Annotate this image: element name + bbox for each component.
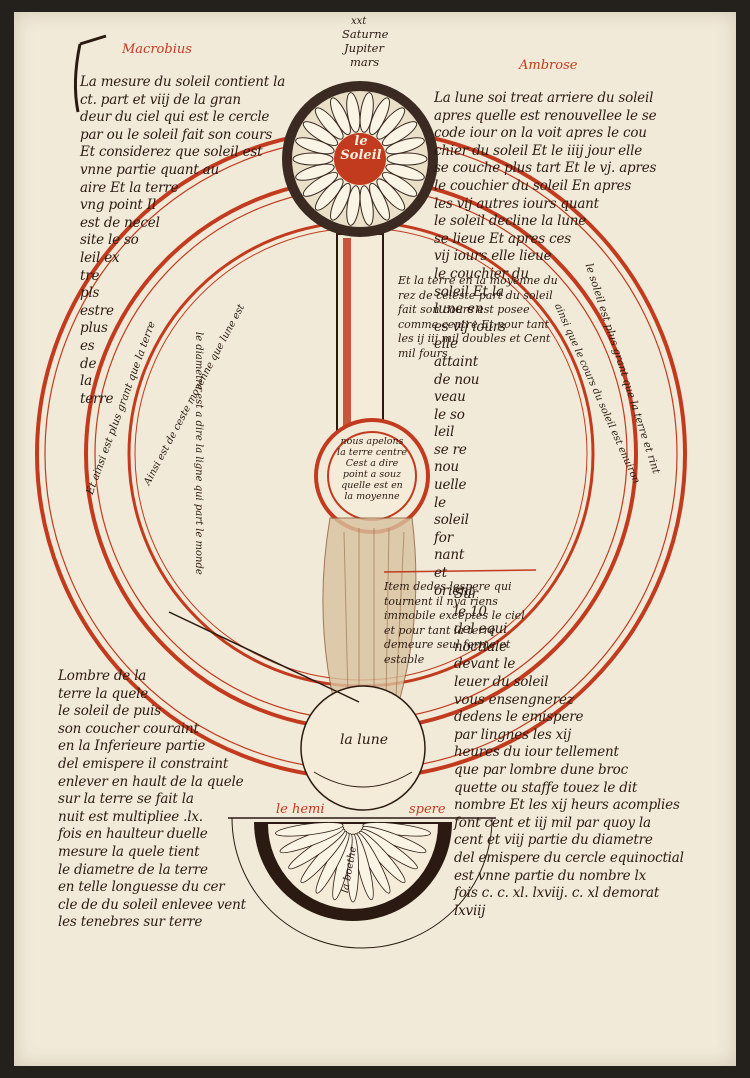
sun-center xyxy=(334,133,386,185)
sun-petal xyxy=(292,152,334,166)
sun-petal xyxy=(346,185,361,226)
sun-petal xyxy=(385,137,425,155)
sun-petal xyxy=(314,178,344,211)
sun-petal xyxy=(376,178,406,211)
left-column-bottom-text: Lombre de la terre la quele le soleil de… xyxy=(58,668,246,931)
earth-text: nous apelons la terre centre Cest a dire… xyxy=(337,436,407,502)
hemisphere-petals xyxy=(275,822,431,903)
right-column-top-text: La lune soi treat arriere du soleil apre… xyxy=(434,90,657,599)
sun-petal xyxy=(386,152,428,166)
sun-petal xyxy=(330,97,351,136)
sun-petal xyxy=(359,92,374,133)
planet-mars: mars xyxy=(350,55,380,69)
sun-petal xyxy=(314,107,344,140)
left-column-top-text: La mesure du soleil contient la ct. part… xyxy=(80,74,286,407)
sun-petal xyxy=(369,97,390,136)
shadow-hatching xyxy=(343,527,405,701)
sun-petal xyxy=(385,163,425,181)
rubric-macrobius: Macrobius xyxy=(122,42,192,57)
sun-petals xyxy=(292,92,428,226)
center-right-text: Et la terre en la moyenne du rez de cele… xyxy=(398,274,558,360)
item-text: Item dedes lespere qui tournent il nya r… xyxy=(384,580,525,666)
sun-petal xyxy=(295,163,335,181)
sun-petal xyxy=(381,121,418,147)
rubric-ambrose: Ambrose xyxy=(519,58,578,73)
planets-mark: xxt xyxy=(351,16,367,27)
sun-petal xyxy=(369,182,390,221)
beam-text: le diametre est a dire la ligne qui part… xyxy=(193,332,204,575)
hemisphere-petal xyxy=(275,822,344,837)
sun-petal xyxy=(381,171,418,197)
planet-jupiter: Jupiter xyxy=(344,41,384,55)
diagram-svg xyxy=(35,34,687,949)
planet-saturn: Saturne xyxy=(342,27,389,41)
hemisphere-left-label: le hemi xyxy=(276,802,325,817)
manuscript-page: Macrobius Ambrose xxt Saturne Jupiter ma… xyxy=(14,12,736,1066)
sun-petal xyxy=(346,92,361,133)
beam-red-band xyxy=(343,238,351,434)
sun-petal xyxy=(295,137,335,155)
moon-label: la lune xyxy=(339,732,389,748)
shadow-pointer-line xyxy=(168,611,360,703)
hemisphere-outer-arc xyxy=(231,817,493,949)
moon-disc xyxy=(300,685,426,811)
hemisphere-right-label: spere xyxy=(409,802,446,817)
sun-petal xyxy=(376,107,406,140)
sun-petal xyxy=(302,121,339,147)
sun-petal xyxy=(359,185,374,226)
item-rule xyxy=(383,569,537,573)
sun-label: le Soleil xyxy=(340,134,382,163)
initial-stroke xyxy=(73,34,107,113)
right-column-bottom-text: Sur le 10 del equi noctiale devant le le… xyxy=(454,586,684,919)
sun-petal xyxy=(302,171,339,197)
moon-crescent xyxy=(313,771,413,788)
sun-petal xyxy=(330,182,351,221)
